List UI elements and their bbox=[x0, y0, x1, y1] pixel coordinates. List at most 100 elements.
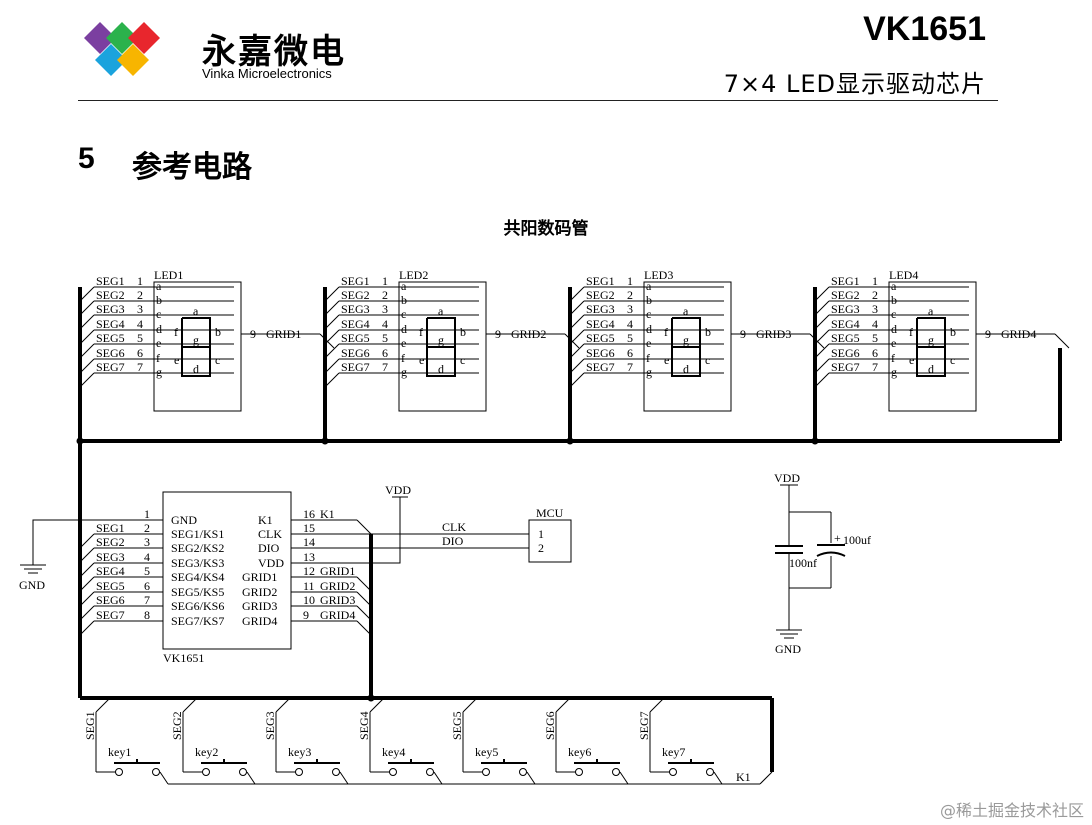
key-wire bbox=[619, 771, 629, 785]
ic-pin-number: 12 bbox=[303, 564, 315, 578]
grid-net-label: GRID1 bbox=[266, 327, 301, 341]
bus-entry bbox=[814, 358, 830, 374]
seg-pin-number: 5 bbox=[382, 331, 388, 345]
gnd-label: GND bbox=[19, 578, 45, 592]
seg-pin-letter: a bbox=[401, 279, 407, 293]
key-label: key3 bbox=[288, 745, 311, 759]
mcu-body bbox=[528, 519, 572, 563]
key-contact bbox=[612, 768, 620, 776]
bus-entry bbox=[79, 300, 95, 316]
grid-pin-number: 9 bbox=[740, 327, 746, 341]
ic-net-label: GRID1 bbox=[320, 564, 355, 578]
seg-net-label: SEG4 bbox=[341, 317, 370, 331]
logo-diamond-blue bbox=[95, 44, 127, 76]
seg-net-label: SEG2 bbox=[341, 288, 370, 302]
seg-net-label: SEG3 bbox=[831, 302, 860, 316]
seg-net-label: SEG5 bbox=[341, 331, 370, 345]
ic-pin-label: GND bbox=[171, 513, 197, 527]
digit-outline bbox=[671, 317, 701, 377]
header-divider bbox=[78, 100, 998, 101]
key-net-label: SEG7 bbox=[637, 711, 651, 740]
digit-segment-letter: e bbox=[909, 353, 914, 367]
seg-net-label: SEG3 bbox=[586, 302, 615, 316]
digit-segment-letter: g bbox=[438, 333, 444, 347]
bus-entry bbox=[79, 533, 95, 549]
digit-segment-letter: b bbox=[950, 325, 956, 339]
seg-net-label: SEG7 bbox=[831, 360, 860, 374]
ic-pin-label: SEG6/KS6 bbox=[171, 599, 224, 613]
seg-pin-number: 6 bbox=[382, 346, 388, 360]
ic-net-label: SEG2 bbox=[96, 535, 125, 549]
seg-pin-letter: f bbox=[646, 351, 650, 365]
bus-entry bbox=[555, 697, 571, 713]
seg-net-label: SEG1 bbox=[831, 274, 860, 288]
seg-pin-number: 7 bbox=[627, 360, 633, 374]
ic-net-label: K1 bbox=[320, 507, 335, 521]
seg-net-label: SEG1 bbox=[96, 274, 125, 288]
key-wire bbox=[433, 771, 443, 785]
ic-net-label: GRID2 bbox=[320, 579, 355, 593]
key-wire bbox=[713, 771, 723, 785]
grid-net-label: GRID2 bbox=[511, 327, 546, 341]
watermark: @稀土掘金技术社区 bbox=[939, 801, 1084, 820]
led-module-name: LED3 bbox=[644, 268, 673, 282]
ic-pin-label: VDD bbox=[258, 556, 284, 570]
ic-pin-label: GRID3 bbox=[242, 599, 277, 613]
bus-entry bbox=[814, 314, 830, 330]
key-contact bbox=[332, 768, 340, 776]
seg-pin-number: 6 bbox=[137, 346, 143, 360]
seg-pin-letter: b bbox=[646, 293, 652, 307]
bus-entry bbox=[569, 314, 585, 330]
digit-segment-letter: a bbox=[928, 304, 934, 318]
ic-pin-label: SEG7/KS7 bbox=[171, 614, 224, 628]
digit-segment-letter: e bbox=[664, 353, 669, 367]
bus-entry bbox=[324, 286, 340, 302]
seg-pin-number: 4 bbox=[627, 317, 633, 331]
bus-entry bbox=[79, 286, 95, 302]
digit-segment-letter: g bbox=[193, 333, 199, 347]
led-module-name: LED2 bbox=[399, 268, 428, 282]
seg-pin-letter: d bbox=[646, 322, 652, 336]
grid-net-label: GRID3 bbox=[756, 327, 791, 341]
digit-segment-letter: b bbox=[460, 325, 466, 339]
bus-entry bbox=[79, 562, 95, 578]
seg-pin-number: 1 bbox=[872, 274, 878, 288]
bus-entry bbox=[569, 286, 585, 302]
key-net-label: SEG6 bbox=[543, 711, 557, 740]
key-contact bbox=[202, 768, 210, 776]
digit-segment-letter: a bbox=[438, 304, 444, 318]
seg-pin-letter: a bbox=[156, 279, 162, 293]
digit-segment-letter: f bbox=[664, 325, 668, 339]
bus-entry bbox=[356, 620, 372, 636]
ic-net-label: GRID3 bbox=[320, 593, 355, 607]
seg-pin-letter: f bbox=[891, 351, 895, 365]
seg-pin-letter: g bbox=[156, 365, 162, 379]
digit-segment-letter: c bbox=[215, 353, 220, 367]
key-label: key4 bbox=[382, 745, 405, 759]
ic-pin-label: SEG1/KS1 bbox=[171, 527, 224, 541]
logo-diamond-purple bbox=[84, 22, 116, 54]
ic-pin-label: SEG4/KS4 bbox=[171, 570, 224, 584]
seg-pin-number: 1 bbox=[627, 274, 633, 288]
seg-pin-letter: c bbox=[891, 307, 896, 321]
seg-pin-letter: b bbox=[401, 293, 407, 307]
bus-entry bbox=[324, 358, 340, 374]
logo-diamond-yellow bbox=[117, 44, 149, 76]
key-contact bbox=[426, 768, 434, 776]
digit-outline bbox=[916, 317, 946, 377]
bus-entry bbox=[79, 343, 95, 359]
seg-pin-letter: c bbox=[156, 307, 161, 321]
ic-pin-number: 1 bbox=[144, 507, 150, 521]
cap-vdd-label: VDD bbox=[774, 471, 800, 485]
seg-pin-letter: b bbox=[156, 293, 162, 307]
ic-pin-number: 16 bbox=[303, 507, 315, 521]
key-wire bbox=[246, 771, 256, 785]
seg-pin-number: 3 bbox=[872, 302, 878, 316]
brand-name-en: Vinka Microelectronics bbox=[202, 66, 332, 81]
bus-entry bbox=[79, 605, 95, 621]
diagram-title: 共阳数码管 bbox=[503, 219, 589, 239]
seg-pin-letter: g bbox=[891, 365, 897, 379]
junction-dot bbox=[367, 694, 375, 702]
seg-pin-number: 2 bbox=[382, 288, 388, 302]
seg-net-label: SEG7 bbox=[96, 360, 125, 374]
